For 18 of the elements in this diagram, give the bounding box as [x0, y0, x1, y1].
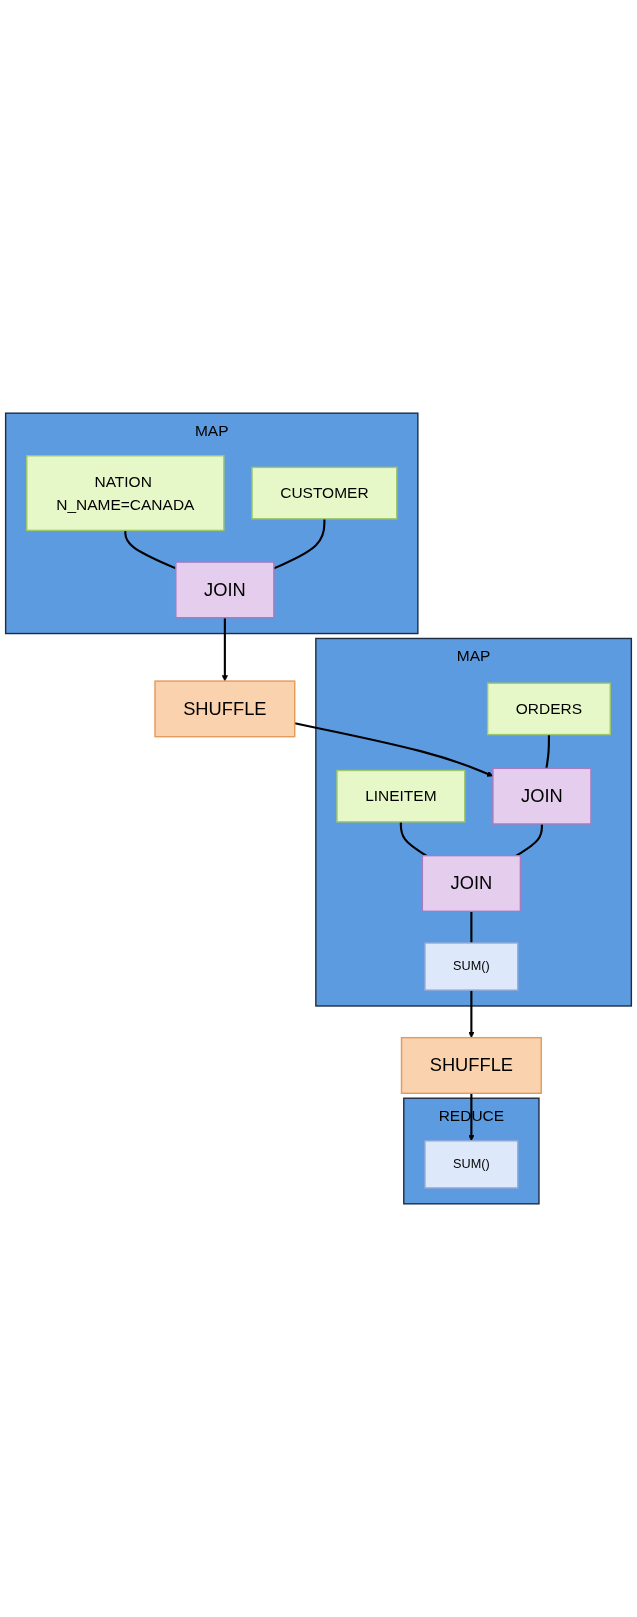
node-box: JOIN	[421, 854, 522, 912]
node-box: JOIN	[492, 767, 592, 825]
arrow	[221, 617, 228, 682]
node-box: ORDERS	[486, 682, 611, 736]
connector	[515, 824, 543, 857]
node-box: NATION N_NAME=CANADA	[26, 455, 225, 532]
node-box: SUM()	[424, 1140, 519, 1189]
connector	[470, 911, 473, 943]
node-box: JOIN	[175, 561, 275, 619]
connector	[545, 734, 550, 769]
node-box: SHUFFLE	[154, 680, 296, 738]
node-box: SHUFFLE	[400, 1036, 542, 1094]
node-box: SUM()	[424, 942, 519, 991]
connector	[273, 518, 326, 570]
node-box: LINEITEM	[336, 769, 466, 823]
node-box: CUSTOMER	[251, 466, 398, 520]
arrow	[468, 990, 475, 1038]
connector	[399, 821, 427, 857]
